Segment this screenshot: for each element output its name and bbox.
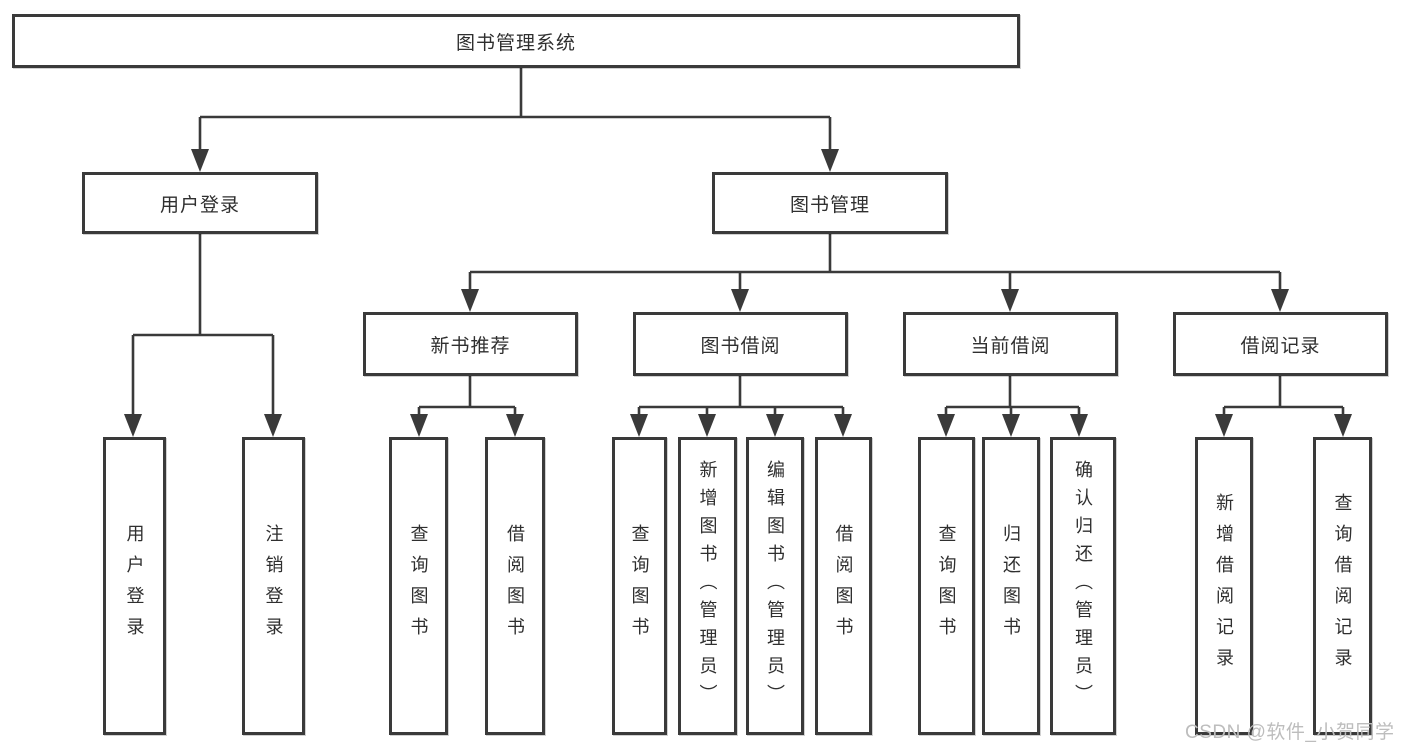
node-label: 当前借阅: [970, 335, 1051, 357]
leaf-query-books-current: 查询图书: [918, 437, 975, 735]
leaf-add-borrow-record: 新增借阅记录: [1195, 437, 1253, 735]
node-label: 新增图书（管理员）: [697, 460, 718, 712]
node-label: 图书借阅: [700, 335, 781, 357]
leaf-logout: 注销登录: [242, 437, 305, 735]
node-library-management-system: 图书管理系统: [12, 14, 1020, 68]
node-label: 查询图书: [936, 524, 957, 648]
node-new-book-recommend: 新书推荐: [363, 312, 578, 376]
node-label: 新增借阅记录: [1214, 493, 1234, 679]
node-label: 借阅记录: [1240, 335, 1321, 357]
leaf-query-books-borrow: 查询图书: [612, 437, 667, 735]
node-label: 归还图书: [1001, 524, 1021, 648]
leaf-return-book: 归还图书: [982, 437, 1040, 735]
node-label: 确认归还（管理员）: [1073, 460, 1093, 712]
node-label: 编辑图书（管理员）: [765, 460, 785, 712]
node-label: 图书管理: [789, 194, 870, 216]
node-user-login: 用户登录: [82, 172, 318, 234]
node-label: 用户登录: [124, 524, 145, 648]
node-borrow-record: 借阅记录: [1173, 312, 1388, 376]
node-label: 借阅图书: [833, 524, 854, 648]
node-label: 注销登录: [263, 524, 284, 648]
arrowheads: [124, 149, 1352, 437]
leaf-borrow-books-recommend: 借阅图书: [485, 437, 545, 735]
leaf-edit-book-admin: 编辑图书（管理员）: [746, 437, 804, 735]
leaf-user-login: 用户登录: [103, 437, 166, 735]
watermark-text: CSDN @软件_小贺同学: [1185, 722, 1395, 743]
connector-group: [131, 68, 1345, 419]
node-current-borrow: 当前借阅: [903, 312, 1118, 376]
leaf-borrow-books: 借阅图书: [815, 437, 872, 735]
node-label: 新书推荐: [430, 335, 511, 357]
node-book-borrow: 图书借阅: [633, 312, 848, 376]
leaf-confirm-return-admin: 确认归还（管理员）: [1050, 437, 1116, 735]
leaf-query-borrow-record: 查询借阅记录: [1313, 437, 1372, 735]
node-label: 用户登录: [159, 194, 240, 216]
node-label: 查询图书: [408, 524, 429, 648]
node-label: 查询借阅记录: [1332, 493, 1353, 679]
node-label: 借阅图书: [505, 524, 525, 648]
node-book-management: 图书管理: [712, 172, 948, 234]
leaf-add-book-admin: 新增图书（管理员）: [678, 437, 737, 735]
leaf-query-books-recommend: 查询图书: [389, 437, 448, 735]
node-label: 图书管理系统: [455, 32, 576, 54]
node-label: 查询图书: [629, 524, 650, 648]
